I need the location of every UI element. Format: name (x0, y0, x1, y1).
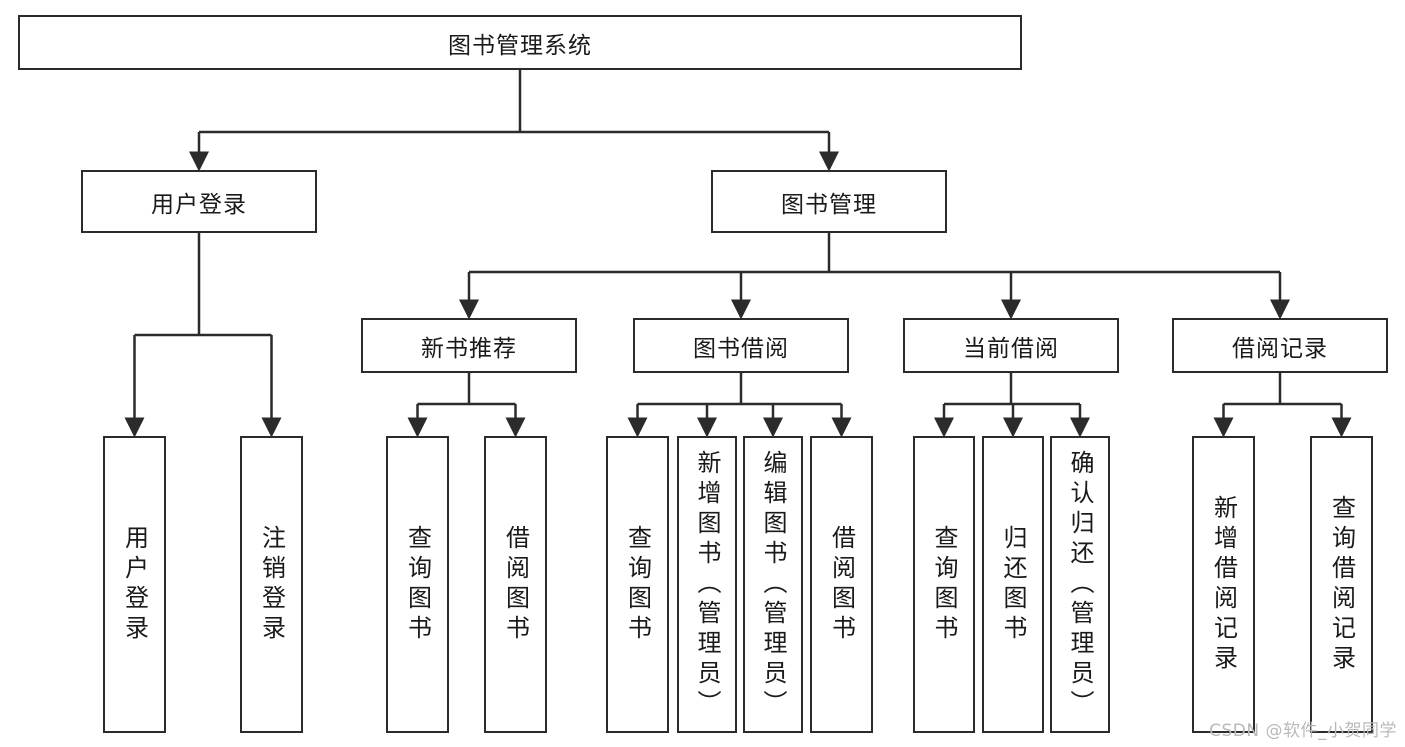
node-leaf-logout[interactable]: 注销登录 (240, 436, 303, 733)
node-label: 注销登录 (257, 524, 286, 645)
node-label: 当前借阅 (963, 335, 1059, 362)
node-leaf-rec-query[interactable]: 查询图书 (386, 436, 449, 733)
node-label: 图书管理 (781, 191, 877, 218)
node-leaf-br-add[interactable]: 新增借阅记录 (1192, 436, 1255, 733)
node-leaf-rec-borrow[interactable]: 借阅图书 (484, 436, 547, 733)
node-borrow-record[interactable]: 借阅记录 (1172, 318, 1388, 373)
watermark-label: CSDN @软件_小贺同学 (1209, 721, 1397, 741)
node-leaf-bb-borrow[interactable]: 借阅图书 (810, 436, 873, 733)
node-label: 查询借阅记录 (1327, 494, 1356, 675)
node-root[interactable]: 图书管理系统 (18, 15, 1022, 70)
node-label: 确认归还（管理员） (1066, 449, 1094, 720)
node-label: 编辑图书（管理员） (759, 449, 787, 720)
node-label: 归还图书 (999, 524, 1027, 645)
node-new-book-rec[interactable]: 新书推荐 (361, 318, 577, 373)
node-leaf-bb-add[interactable]: 新增图书（管理员） (677, 436, 737, 733)
node-user-login[interactable]: 用户登录 (81, 170, 317, 233)
node-label: 借阅记录 (1232, 335, 1328, 362)
node-leaf-cb-query[interactable]: 查询图书 (913, 436, 975, 733)
node-leaf-bb-query[interactable]: 查询图书 (606, 436, 669, 733)
node-current-borrow[interactable]: 当前借阅 (903, 318, 1119, 373)
node-label: 用户登录 (151, 191, 247, 218)
node-label: 查询图书 (930, 524, 958, 645)
node-label: 查询图书 (623, 524, 652, 645)
node-label: 新增借阅记录 (1209, 494, 1238, 675)
node-label: 用户登录 (120, 524, 149, 645)
node-leaf-br-query[interactable]: 查询借阅记录 (1310, 436, 1373, 733)
node-book-borrow[interactable]: 图书借阅 (633, 318, 849, 373)
node-book-manage[interactable]: 图书管理 (711, 170, 947, 233)
node-label: 查询图书 (403, 524, 432, 645)
node-label: 借阅图书 (501, 524, 530, 645)
node-label: 借阅图书 (827, 524, 856, 645)
node-label: 图书管理系统 (448, 32, 592, 59)
node-leaf-cb-return[interactable]: 归还图书 (982, 436, 1044, 733)
edge-group (124, 70, 1352, 438)
node-leaf-user-login[interactable]: 用户登录 (103, 436, 166, 733)
node-label: 新书推荐 (421, 335, 517, 362)
node-leaf-cb-confirm[interactable]: 确认归还（管理员） (1050, 436, 1110, 733)
node-label: 新增图书（管理员） (693, 449, 721, 720)
node-leaf-bb-edit[interactable]: 编辑图书（管理员） (743, 436, 803, 733)
node-label: 图书借阅 (693, 335, 789, 362)
